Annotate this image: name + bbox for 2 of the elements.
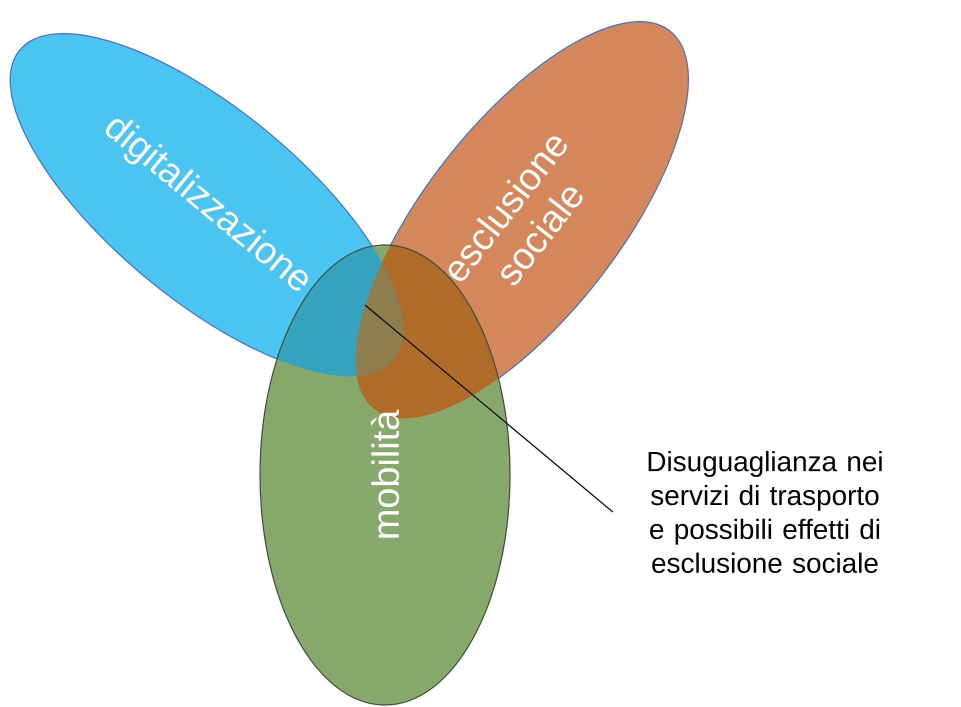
leader-line (364, 304, 614, 512)
callout-text: Disuguaglianza nei servizi di trasporto e possibili effetti di esclusione sociale (648, 450, 882, 574)
